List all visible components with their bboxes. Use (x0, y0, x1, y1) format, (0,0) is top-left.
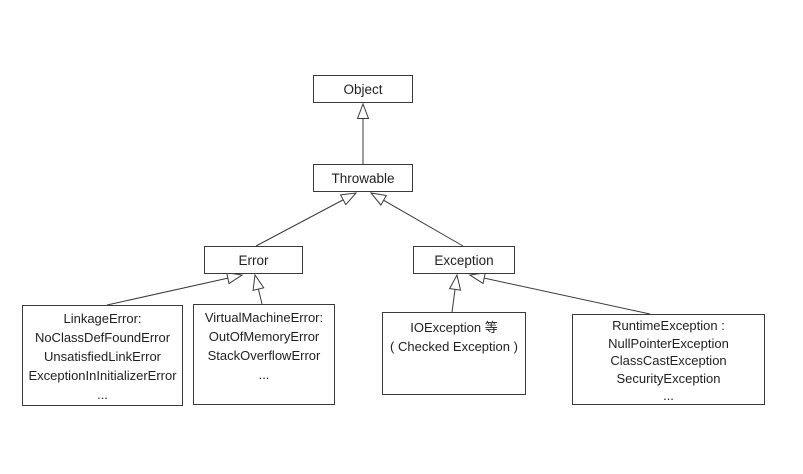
class-box-error: Error (204, 246, 303, 274)
class-text-line: ... (97, 387, 108, 402)
inheritance-edge-virtual_machine_error-to-error (252, 273, 265, 305)
class-box-exception: Exception (413, 246, 515, 274)
class-text-line: ... (663, 388, 674, 403)
class-text-line: NullPointerException (608, 335, 729, 351)
inheritance-edge-exception-to-throwable (369, 192, 464, 247)
class-text-line: ( Checked Exception ) (390, 339, 518, 354)
class-box-io-exception: IOException 等 ( Checked Exception ) (382, 312, 526, 395)
class-text-line: StackOverflowError (207, 348, 321, 363)
class-text-line: VirtualMachineError: (204, 310, 324, 325)
inheritance-edge-io_exception-to-exception (448, 273, 462, 313)
class-text-line: ClassCastException (610, 353, 727, 368)
class-text-line: LinkageError: (63, 311, 142, 326)
class-text-line: UnsatisfiedLinkError (43, 349, 162, 364)
class-text-line: OutOfMemoryError (208, 329, 320, 344)
inheritance-edge-linkage_error-to-error (106, 272, 244, 306)
class-text-line: ... (258, 367, 270, 382)
inheritance-edge-runtime_exception-to-exception (468, 272, 651, 315)
edge-group (106, 102, 651, 315)
class-text-line: IOException 等 (410, 320, 498, 335)
class-text-line: SecurityException (616, 370, 721, 386)
class-text-line: NoClassDefFoundError (34, 330, 171, 345)
class-text-line: RuntimeException : (612, 318, 725, 333)
class-text-line: ExceptionInInitializerError (28, 368, 177, 383)
class-label: Object (343, 81, 383, 97)
class-box-throwable: Throwable (313, 164, 413, 192)
class-label: Exception (434, 252, 494, 268)
class-box-object: Object (313, 75, 413, 103)
class-label: Throwable (331, 170, 395, 186)
inheritance-edge-error-to-throwable (255, 192, 358, 247)
class-label: Error (238, 252, 269, 268)
